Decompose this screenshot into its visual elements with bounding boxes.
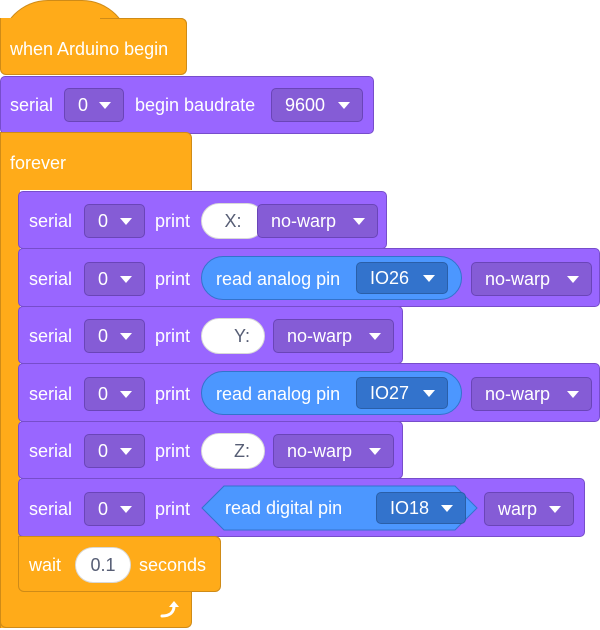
caret-down-icon bbox=[423, 275, 435, 282]
read-digital-pin-reporter[interactable]: read digital pin IO18 bbox=[201, 485, 478, 531]
caret-down-icon bbox=[369, 333, 381, 340]
caret-down-icon bbox=[338, 102, 350, 109]
warp-mode-dropdown[interactable]: no-warp bbox=[257, 204, 378, 238]
caret-down-icon bbox=[441, 505, 453, 512]
print-label: print bbox=[155, 499, 191, 519]
serial-label: serial bbox=[29, 211, 73, 231]
serial-port-dropdown[interactable]: 0 bbox=[64, 88, 124, 122]
wait-label: wait bbox=[29, 555, 62, 575]
seconds-label: seconds bbox=[139, 555, 207, 575]
print-label: print bbox=[155, 211, 191, 231]
caret-down-icon bbox=[353, 218, 365, 225]
caret-down-icon bbox=[99, 102, 111, 109]
serial-port-dropdown[interactable]: 0 bbox=[84, 377, 145, 411]
read-analog-pin-reporter[interactable]: read analog pin IO27 bbox=[201, 371, 462, 415]
caret-down-icon bbox=[120, 391, 132, 398]
serial-print-block[interactable]: serial 0 print Z: no-warp bbox=[18, 421, 403, 479]
print-text-input[interactable]: Z: bbox=[201, 433, 265, 469]
caret-down-icon bbox=[120, 506, 132, 513]
serial-label: serial bbox=[29, 384, 73, 404]
wait-seconds-block[interactable]: wait 0.1 seconds bbox=[18, 536, 221, 592]
print-label: print bbox=[155, 269, 191, 289]
pin-dropdown[interactable]: IO27 bbox=[356, 377, 448, 409]
print-text-input[interactable]: Y: bbox=[201, 318, 265, 354]
serial-print-block[interactable]: serial 0 print Y: no-warp bbox=[18, 306, 403, 364]
print-label: print bbox=[155, 326, 191, 346]
serial-port-dropdown[interactable]: 0 bbox=[84, 434, 145, 468]
print-label: print bbox=[155, 384, 191, 404]
caret-down-icon bbox=[369, 448, 381, 455]
serial-port-dropdown[interactable]: 0 bbox=[84, 204, 145, 238]
read-analog-pin-reporter[interactable]: read analog pin IO26 bbox=[201, 256, 462, 300]
hat-block-when-arduino-begin[interactable]: when Arduino begin bbox=[0, 0, 190, 80]
caret-down-icon bbox=[120, 276, 132, 283]
caret-down-icon bbox=[549, 506, 561, 513]
serial-label: serial bbox=[29, 499, 73, 519]
caret-down-icon bbox=[120, 448, 132, 455]
serial-label: serial bbox=[29, 269, 73, 289]
print-label: print bbox=[155, 441, 191, 461]
serial-label: serial bbox=[10, 95, 54, 115]
warp-mode-dropdown[interactable]: warp bbox=[484, 492, 574, 526]
reporter-label: read digital pin bbox=[225, 498, 343, 518]
caret-down-icon bbox=[423, 390, 435, 397]
serial-port-dropdown[interactable]: 0 bbox=[84, 492, 145, 526]
baudrate-dropdown[interactable]: 9600 bbox=[271, 88, 363, 122]
caret-down-icon bbox=[120, 218, 132, 225]
serial-print-block[interactable]: serial 0 print read analog pin IO27 no-w… bbox=[18, 363, 600, 422]
warp-mode-dropdown[interactable]: no-warp bbox=[471, 262, 592, 296]
serial-print-block[interactable]: serial 0 print X: no-warp bbox=[18, 191, 387, 249]
serial-port-dropdown[interactable]: 0 bbox=[84, 319, 145, 353]
forever-label: forever bbox=[10, 153, 67, 173]
caret-down-icon bbox=[567, 276, 579, 283]
loop-arrow-icon bbox=[160, 601, 179, 618]
print-text-input[interactable]: X: bbox=[201, 203, 265, 239]
serial-print-block[interactable]: serial 0 print read analog pin IO26 no-w… bbox=[18, 248, 600, 307]
warp-mode-dropdown[interactable]: no-warp bbox=[273, 319, 394, 353]
begin-baudrate-label: begin baudrate bbox=[135, 95, 256, 115]
pin-dropdown[interactable]: IO18 bbox=[376, 492, 466, 524]
warp-mode-dropdown[interactable]: no-warp bbox=[273, 434, 394, 468]
wait-seconds-input[interactable]: 0.1 bbox=[75, 547, 131, 583]
serial-label: serial bbox=[29, 326, 73, 346]
reporter-label: read analog pin bbox=[216, 384, 341, 404]
caret-down-icon bbox=[120, 333, 132, 340]
caret-down-icon bbox=[567, 391, 579, 398]
serial-begin-baudrate-block[interactable]: serial 0 begin baudrate 9600 bbox=[0, 76, 374, 134]
serial-print-block[interactable]: serial 0 print read digital pin IO18 war… bbox=[18, 478, 585, 537]
serial-label: serial bbox=[29, 441, 73, 461]
pin-dropdown[interactable]: IO26 bbox=[356, 262, 448, 294]
reporter-label: read analog pin bbox=[216, 269, 341, 289]
forever-block[interactable]: forever bbox=[0, 132, 192, 630]
hat-label: when Arduino begin bbox=[10, 39, 169, 59]
warp-mode-dropdown[interactable]: no-warp bbox=[471, 377, 592, 411]
serial-port-dropdown[interactable]: 0 bbox=[84, 262, 145, 296]
